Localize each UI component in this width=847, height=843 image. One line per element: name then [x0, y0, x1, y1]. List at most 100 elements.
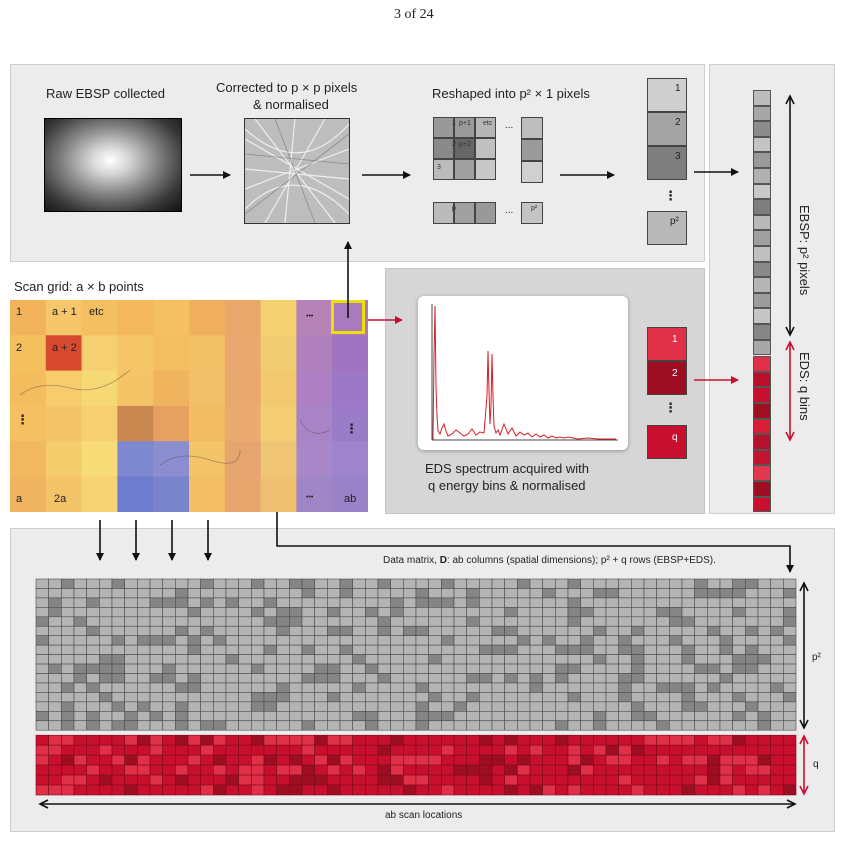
matrix-eds-cell: [580, 744, 594, 756]
matrix-ebsp-cell: [529, 597, 543, 608]
pixel-label-1: 1: [452, 120, 456, 127]
matrix-ebsp-cell: [289, 635, 303, 646]
matrix-ebsp-cell: [415, 607, 429, 618]
matrix-ebsp-cell: [111, 607, 125, 618]
matrix-ebsp-cell: [757, 616, 771, 627]
matrix-ebsp-cell: [441, 644, 455, 655]
matrix-eds-cell: [390, 754, 404, 766]
matrix-ebsp-cell: [124, 644, 138, 655]
matrix-ebsp-cell: [339, 635, 353, 646]
matrix-eds-cell: [567, 764, 581, 776]
matrix-ebsp-cell: [567, 578, 581, 589]
matrix-eds-cell: [73, 784, 87, 796]
eds-bin-1: [647, 327, 687, 361]
matrix-ebsp-cell: [137, 673, 151, 684]
matrix-ebsp-cell: [681, 711, 695, 722]
pixel-label-2: 2: [452, 141, 456, 148]
eds-bin-2: [647, 361, 687, 395]
matrix-ebsp-cell: [719, 588, 733, 599]
matrix-ebsp-cell: [441, 625, 455, 636]
matrix-eds-cell: [99, 734, 113, 746]
matrix-ebsp-cell: [555, 588, 569, 599]
matrix-ebsp-cell: [251, 701, 265, 712]
scan-point: [45, 476, 83, 512]
matrix-eds-cell: [593, 764, 607, 776]
matrix-ebsp-cell: [542, 720, 556, 731]
matrix-eds-cell: [567, 754, 581, 766]
pixel-cell: [475, 117, 496, 138]
matrix-ebsp-cell: [225, 588, 239, 599]
matrix-ebsp-cell: [631, 682, 645, 693]
matrix-ebsp-cell: [441, 692, 455, 703]
matrix-ebsp-cell: [149, 720, 163, 731]
matrix-ebsp-cell: [504, 654, 518, 665]
vector-ebsp-cell: [753, 121, 771, 137]
matrix-ebsp-cell: [251, 616, 265, 627]
matrix-eds-cell: [73, 744, 87, 756]
matrix-eds-cell: [73, 734, 87, 746]
matrix-ebsp-cell: [238, 692, 252, 703]
matrix-ebsp-cell: [529, 711, 543, 722]
matrix-eds-cell: [466, 784, 480, 796]
matrix-ebsp-cell: [580, 692, 594, 703]
matrix-ebsp-cell: [162, 588, 176, 599]
matrix-ebsp-cell: [162, 673, 176, 684]
scan-grid-map: [10, 300, 368, 512]
matrix-eds-cell: [403, 774, 417, 786]
matrix-eds-cell: [555, 764, 569, 776]
matrix-ebsp-cell: [504, 711, 518, 722]
matrix-ebsp-cell: [618, 588, 632, 599]
scan-point: [224, 370, 262, 407]
matrix-ebsp-cell: [403, 720, 417, 731]
scan-point: [117, 300, 154, 336]
matrix-eds-cell: [517, 774, 531, 786]
matrix-ebsp-cell: [542, 625, 556, 636]
matrix-ebsp-cell: [707, 692, 721, 703]
matrix-ebsp-cell: [48, 673, 62, 684]
column-cell-3: [647, 146, 687, 180]
matrix-ebsp-cell: [35, 692, 49, 703]
eds-spectrum-card: [418, 296, 628, 450]
matrix-eds-cell: [225, 734, 239, 746]
scan-point: [260, 441, 297, 477]
matrix-ebsp-cell: [656, 578, 670, 589]
matrix-ebsp-cell: [111, 701, 125, 712]
matrix-eds-cell: [390, 734, 404, 746]
matrix-eds-cell: [61, 784, 75, 796]
matrix-ebsp-cell: [99, 635, 113, 646]
matrix-ebsp-cell: [213, 578, 227, 589]
scan-point: [10, 476, 47, 512]
scan-point: [296, 441, 333, 477]
matrix-ebsp-cell: [415, 673, 429, 684]
matrix-eds-cell: [73, 774, 87, 786]
matrix-eds-cell: [656, 744, 670, 756]
matrix-ebsp-cell: [669, 644, 683, 655]
matrix-ebsp-cell: [327, 663, 341, 674]
matrix-eds-cell: [441, 774, 455, 786]
matrix-ebsp-cell: [225, 625, 239, 636]
matrix-ebsp-cell: [111, 682, 125, 693]
matrix-eds-cell: [631, 744, 645, 756]
matrix-ebsp-cell: [238, 644, 252, 655]
matrix-ebsp-cell: [719, 625, 733, 636]
matrix-eds-cell: [491, 734, 505, 746]
matrix-ebsp-cell: [479, 644, 493, 655]
matrix-ebsp-cell: [289, 654, 303, 665]
matrix-ebsp-cell: [73, 720, 87, 731]
matrix-eds-cell: [225, 784, 239, 796]
matrix-ebsp-cell: [301, 644, 315, 655]
vector-ebsp-cell: [753, 261, 771, 278]
matrix-eds-cell: [745, 784, 759, 796]
matrix-ebsp-cell: [124, 711, 138, 722]
matrix-ebsp-cell: [352, 701, 366, 712]
matrix-ebsp-cell: [745, 597, 759, 608]
matrix-ebsp-cell: [289, 588, 303, 599]
matrix-ebsp-cell: [428, 692, 442, 703]
matrix-ebsp-cell: [707, 616, 721, 627]
matrix-ebsp-cell: [479, 625, 493, 636]
matrix-ebsp-cell: [415, 635, 429, 646]
matrix-ebsp-cell: [605, 635, 619, 646]
matrix-ebsp-cell: [517, 578, 531, 589]
matrix-eds-cell: [605, 764, 619, 776]
matrix-ebsp-cell: [314, 692, 328, 703]
